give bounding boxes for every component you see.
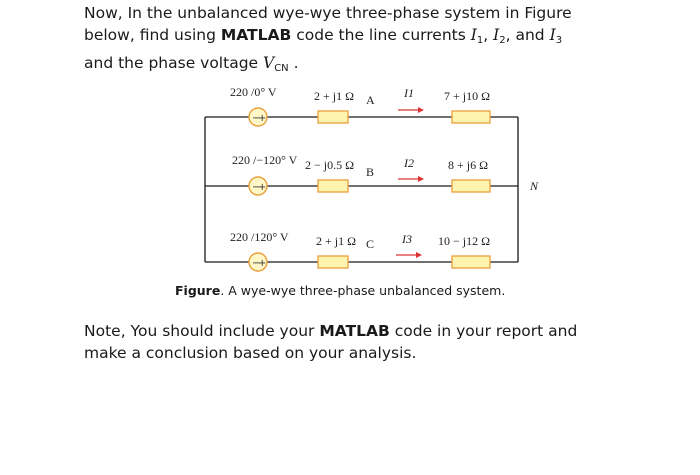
source-c-label: 220 /120° V: [230, 230, 289, 244]
source-b: −+: [248, 176, 268, 196]
line-impedance-b: [317, 179, 349, 193]
node-c-label: C: [366, 237, 374, 251]
figure-caption: Figure. A wye-wye three-phase unbalanced…: [175, 283, 506, 298]
current-i1-symbol: I: [470, 26, 477, 44]
question-line-2: below, find using MATLAB code the line c…: [84, 26, 563, 46]
load-impedance-a: [451, 110, 491, 124]
source-a: −+: [248, 107, 268, 127]
line-impedance-c: [317, 255, 349, 269]
node-a-label: A: [366, 93, 375, 107]
load-b-label: 8 + j6 Ω: [448, 158, 488, 172]
voltage-vcn-symbol: V: [263, 54, 275, 72]
svg-text:+: +: [258, 258, 266, 269]
current-2-label: I2: [403, 156, 414, 170]
current-i2-symbol: I: [493, 26, 500, 44]
svg-text:−: −: [252, 113, 260, 124]
svg-text:+: +: [258, 182, 266, 193]
matlab-bold: MATLAB: [220, 26, 292, 44]
current-arrows: [396, 107, 424, 258]
note-line-1: Note, You should include your MATLAB cod…: [84, 322, 578, 340]
current-1-label: I1: [403, 86, 414, 100]
source-b-label: 220 /−120° V: [232, 153, 298, 167]
svg-text:+: +: [258, 113, 266, 124]
question-line-1: Now, In the unbalanced wye-wye three-pha…: [84, 4, 572, 22]
load-c-label: 10 − j12 Ω: [438, 234, 490, 248]
svg-text:−: −: [252, 182, 260, 193]
line-impedance-c-label: 2 + j1 Ω: [316, 234, 356, 248]
load-a-label: 7 + j10 Ω: [444, 89, 490, 103]
current-i3-symbol: I: [549, 26, 556, 44]
source-c: −+: [248, 252, 268, 272]
node-b-label: B: [366, 165, 374, 179]
neutral-label: N: [529, 179, 539, 193]
line-impedance-b-label: 2 − j0.5 Ω: [305, 158, 354, 172]
current-3-label: I3: [401, 232, 412, 246]
line-impedance-a-label: 2 + j1 Ω: [314, 89, 354, 103]
note-paragraph: Note, You should include your MATLAB cod…: [84, 320, 684, 364]
svg-text:−: −: [252, 258, 260, 269]
load-impedance-c: [451, 255, 491, 269]
question-paragraph: Now, In the unbalanced wye-wye three-pha…: [84, 2, 684, 80]
load-impedance-b: [451, 179, 491, 193]
source-a-label: 220 /0° V: [230, 85, 277, 99]
note-line-2: make a conclusion based on your analysis…: [84, 344, 417, 362]
line-impedance-a: [317, 110, 349, 124]
question-line-3: and the phase voltage VCN .: [84, 54, 299, 74]
